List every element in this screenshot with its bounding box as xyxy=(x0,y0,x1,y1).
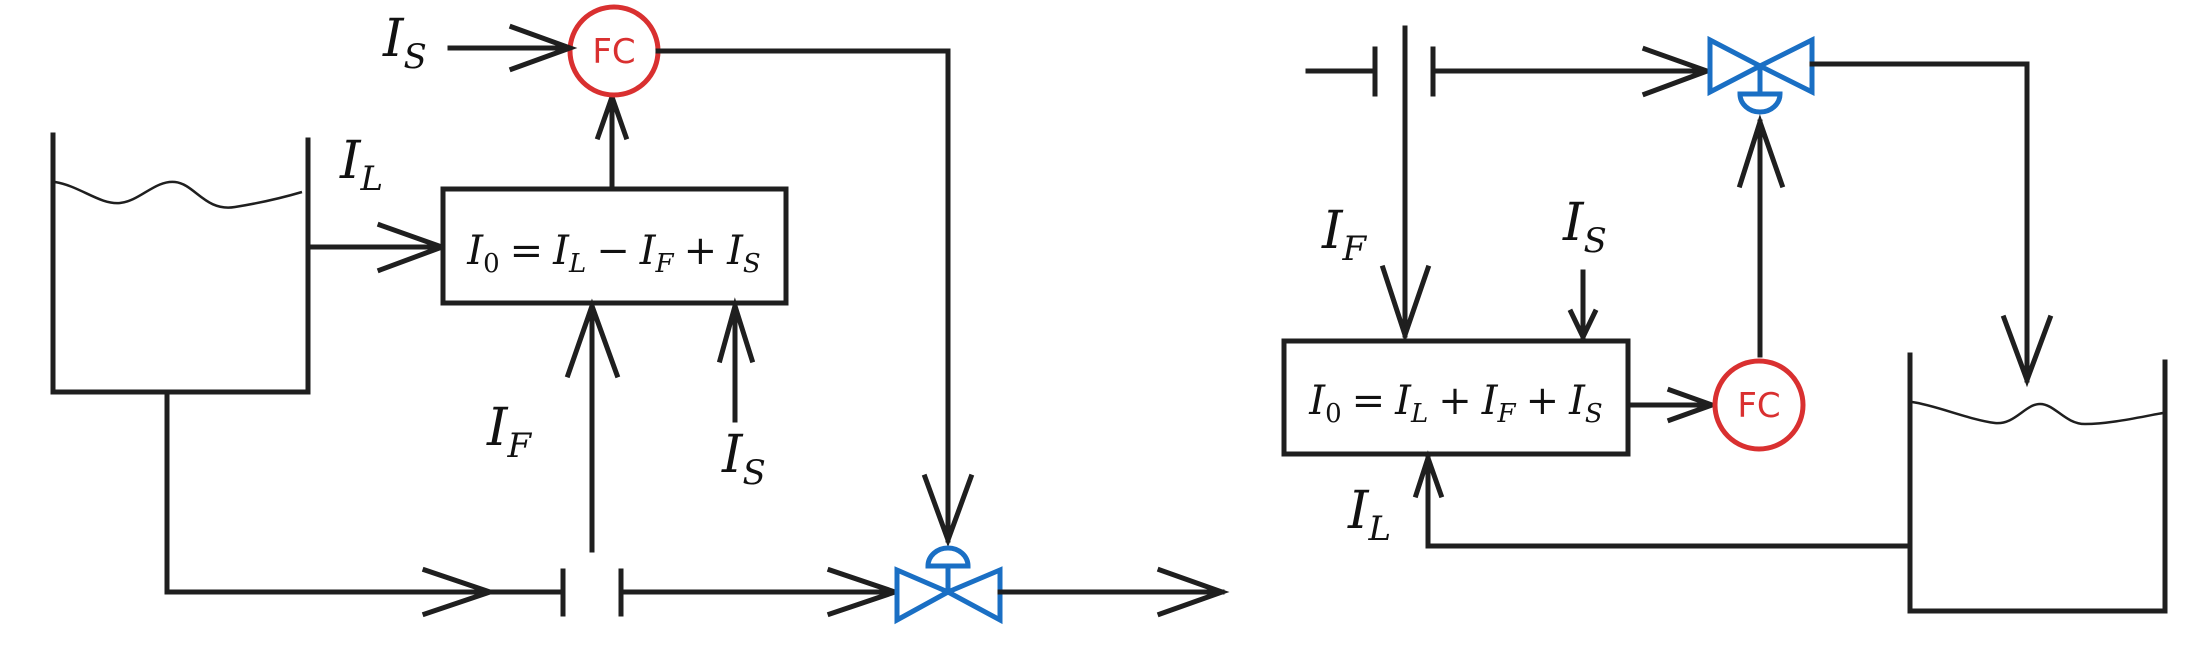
right-fc-label: FC xyxy=(1737,386,1780,426)
right-is-arrowhead xyxy=(1567,308,1599,343)
right-valve-outlet-line xyxy=(1809,61,2030,383)
right-tank-liquid-surface xyxy=(1911,400,2164,426)
right-valve-left-triangle xyxy=(1707,35,1766,97)
left-valve-right-triangle xyxy=(942,566,1003,625)
right-tank xyxy=(1907,352,2168,614)
left-label-is-top: IS xyxy=(382,9,427,77)
right-fc-to-valve-arrowhead xyxy=(1736,114,1786,189)
left-fc-output-line xyxy=(655,48,951,543)
left-label-if: IF xyxy=(486,398,533,466)
right-il-line xyxy=(1425,455,1913,549)
right-box-to-fc-arrowhead xyxy=(1666,386,1720,424)
left-tank xyxy=(50,132,311,395)
right-valve-outlet-arrowhead xyxy=(2000,314,2054,388)
right-diagram: I0=IL+IF+IS FC IF IS IL xyxy=(1281,25,2168,614)
left-equation-box xyxy=(440,186,789,306)
left-fc-label: FC xyxy=(592,32,635,72)
left-outlet-pipe xyxy=(164,389,493,595)
left-tank-liquid-surface xyxy=(54,180,303,209)
right-label-if: IF xyxy=(1321,201,1368,269)
left-if-arrowhead xyxy=(564,298,621,379)
right-equation: I0=IL+IF+IS xyxy=(1308,378,1602,429)
left-equation: I0=IL−IF+IS xyxy=(466,228,760,279)
right-if-arrowhead xyxy=(1379,264,1432,343)
left-label-il: IL xyxy=(339,131,383,199)
left-is-bottom-arrowhead xyxy=(716,297,756,364)
left-fc-output-arrowhead xyxy=(921,473,975,548)
right-equation-box xyxy=(1281,338,1631,457)
right-valve-actuator xyxy=(1737,91,1783,115)
left-label-is-bottom: IS xyxy=(721,425,766,493)
right-top-pipe-arrowhead xyxy=(1641,45,1715,98)
left-valve-outlet-arrowhead xyxy=(1156,566,1230,618)
right-label-il: IL xyxy=(1347,481,1391,549)
right-il-arrowhead xyxy=(1412,450,1445,499)
left-is-to-fc-arrowhead xyxy=(508,23,578,73)
right-label-is: IS xyxy=(1562,193,1607,261)
left-valve-actuator xyxy=(925,545,971,569)
left-valve-left-triangle xyxy=(894,566,954,625)
left-diagram: I0=IL−IF+IS FC xyxy=(50,4,1230,625)
right-flow-controller xyxy=(1712,358,1806,452)
right-valve-right-triangle xyxy=(1754,35,1815,97)
